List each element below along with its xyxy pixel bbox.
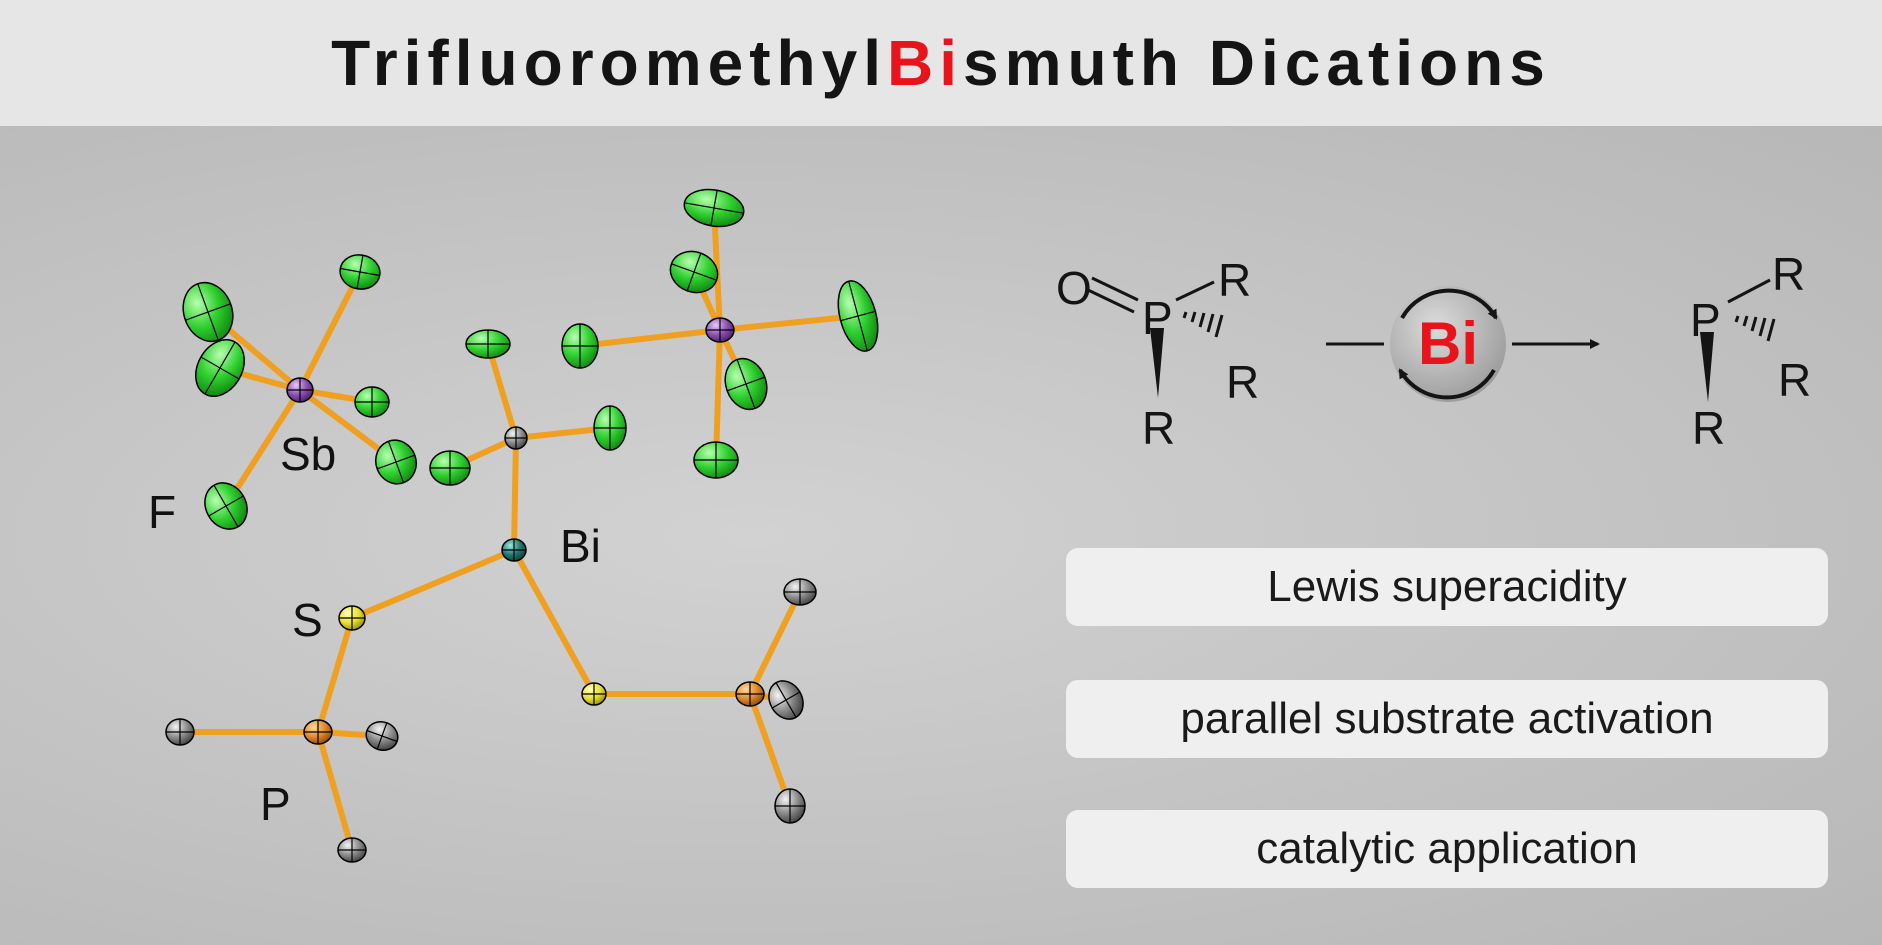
atom-carbon xyxy=(504,426,528,450)
atom-carbon xyxy=(774,788,806,824)
atom-carbon xyxy=(337,837,367,863)
product-hashed-wedge xyxy=(1734,315,1776,342)
atom-fluorine xyxy=(669,250,719,294)
hashed-wedge-bond xyxy=(1182,311,1224,338)
label-fluorine: F xyxy=(148,486,176,538)
label-phosphorus: P xyxy=(260,778,291,830)
atom-fluorine xyxy=(837,280,879,352)
structure-labels: F Sb Bi S P xyxy=(148,428,601,830)
solid-wedge-bond xyxy=(1150,328,1164,398)
p-r-bond-up xyxy=(1175,280,1215,302)
cycle-arrow-lower xyxy=(1398,368,1496,400)
atom-carbon xyxy=(365,721,399,751)
atom-sulfur xyxy=(338,605,366,631)
product-r-bottom: R xyxy=(1692,402,1725,454)
atom-sulfur xyxy=(581,682,607,706)
product-solid-wedge xyxy=(1700,332,1714,402)
feature-parallel-substrate-activation: parallel substrate activation xyxy=(1066,680,1828,758)
product-phosphine: P R R R xyxy=(1690,248,1811,454)
title-suffix: smuth Dications xyxy=(962,27,1551,99)
catalytic-reaction-arrow: Bi xyxy=(1326,286,1600,402)
atom-fluorine xyxy=(204,482,248,530)
atom-fluorine xyxy=(339,254,381,290)
catalyst-circle xyxy=(1390,286,1506,402)
content-panel xyxy=(0,126,1882,945)
atom-carbon xyxy=(783,578,817,606)
atom-fluorine xyxy=(429,450,471,486)
feature-lewis-superacidity: Lewis superacidity xyxy=(1066,548,1828,626)
atom-fluorine xyxy=(561,323,599,369)
label-bismuth: Bi xyxy=(560,520,601,572)
atom-fluorine xyxy=(683,188,745,228)
label-sulfur: S xyxy=(292,594,323,646)
atom-carbon xyxy=(165,718,195,746)
atom-phosphorus xyxy=(303,719,333,745)
title-prefix: Trifluoromethyl xyxy=(331,27,887,99)
atom-antimony xyxy=(705,317,735,343)
reactant-o: O xyxy=(1056,262,1092,314)
atom-fluorine xyxy=(375,439,417,485)
atom-fluorine xyxy=(465,329,511,359)
atom-fluorine xyxy=(195,339,245,397)
product-r-top: R xyxy=(1772,248,1805,300)
cycle-arrow-upper xyxy=(1400,288,1498,320)
atom-fluorine xyxy=(593,405,627,451)
atom-fluorine xyxy=(354,386,390,418)
atom-carbon xyxy=(768,680,804,720)
feature-catalytic-application: catalytic application xyxy=(1066,810,1828,888)
reactant-phosphine-oxide: O P R R R xyxy=(1056,254,1259,454)
reactant-r-right: R xyxy=(1226,356,1259,408)
bond-lines xyxy=(177,205,861,853)
title-highlight: Bi xyxy=(886,27,963,99)
catalyst-label: Bi xyxy=(1418,310,1478,377)
atom-antimony xyxy=(286,377,314,403)
atom-fluorine xyxy=(724,357,768,411)
product-p: P xyxy=(1690,294,1721,346)
atom-phosphorus xyxy=(735,681,765,707)
atom-fluorine xyxy=(693,441,739,479)
reactant-r-top: R xyxy=(1218,254,1251,306)
product-r-right: R xyxy=(1778,354,1811,406)
reactant-p: P xyxy=(1142,292,1173,344)
p-o-double-bond-2 xyxy=(1087,288,1135,314)
atom-fluorine xyxy=(182,281,234,343)
p-o-double-bond-1 xyxy=(1091,276,1139,302)
label-antimony: Sb xyxy=(280,428,336,480)
reactant-r-bottom: R xyxy=(1142,402,1175,454)
product-p-r-bond-up xyxy=(1727,278,1771,304)
atom-bismuth xyxy=(501,538,527,562)
atom-ellipsoids xyxy=(165,188,879,863)
